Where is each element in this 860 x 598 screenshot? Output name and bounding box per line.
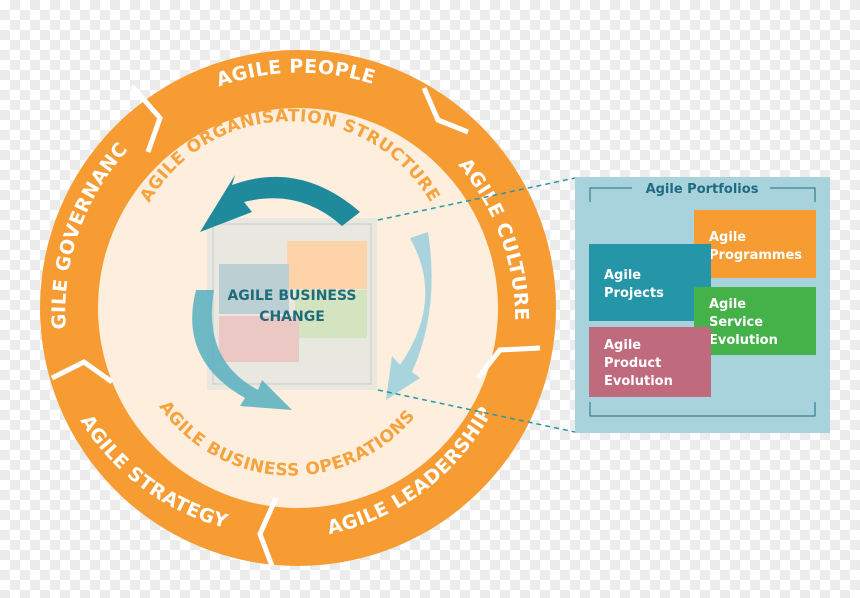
arrow-bottom-icon — [192, 290, 292, 410]
separator-governance-people — [130, 84, 163, 153]
box-service-line1: Agile — [709, 297, 746, 312]
center-tile-green — [295, 290, 367, 338]
box-product-evolution-bg — [589, 327, 711, 397]
box-service-evolution: Agile Service Evolution — [694, 287, 816, 355]
center-title-line1: AGILE BUSINESS — [227, 288, 356, 304]
ring-separators — [50, 84, 541, 567]
panel-bracket-bottom — [589, 402, 816, 417]
panel-bracket-top-right — [770, 187, 816, 202]
separator-strategy-governance — [50, 359, 114, 385]
cycle-arrows — [192, 175, 432, 410]
box-projects-bg — [589, 244, 711, 321]
box-service-line2: Service — [709, 315, 763, 330]
box-service-evolution-bg — [694, 287, 816, 355]
center-tile-teal — [219, 264, 289, 314]
separator-people-culture — [421, 86, 469, 135]
box-programmes: Agile Programmes — [694, 210, 816, 278]
box-product-line1: Agile — [604, 338, 641, 353]
panel-bracket-top-left — [589, 187, 632, 202]
box-product-line3: Evolution — [604, 374, 673, 389]
box-product-line2: Product — [604, 356, 661, 371]
box-programmes-line1: Agile — [709, 230, 746, 245]
box-projects: Agile Projects — [589, 244, 711, 321]
center-tile-orange — [287, 241, 367, 289]
portfolios-title: Agile Portfolios — [646, 182, 759, 197]
box-programmes-bg — [694, 210, 816, 278]
box-product-evolution: Agile Product Evolution — [589, 327, 711, 397]
connector-top — [377, 177, 576, 221]
separator-culture-leadership — [476, 345, 541, 380]
center-tile-pink — [219, 316, 299, 362]
arrow-right-icon — [386, 232, 432, 400]
connector-bottom — [377, 389, 576, 433]
box-projects-line1: Agile — [604, 268, 641, 283]
box-service-line3: Evolution — [709, 333, 778, 348]
box-programmes-line2: Programmes — [709, 248, 802, 263]
arrow-top-icon — [200, 175, 360, 232]
center-frame-border — [212, 223, 372, 385]
box-projects-line2: Projects — [604, 286, 664, 301]
separator-leadership-strategy — [257, 496, 279, 567]
center-title-line2: CHANGE — [259, 309, 325, 325]
